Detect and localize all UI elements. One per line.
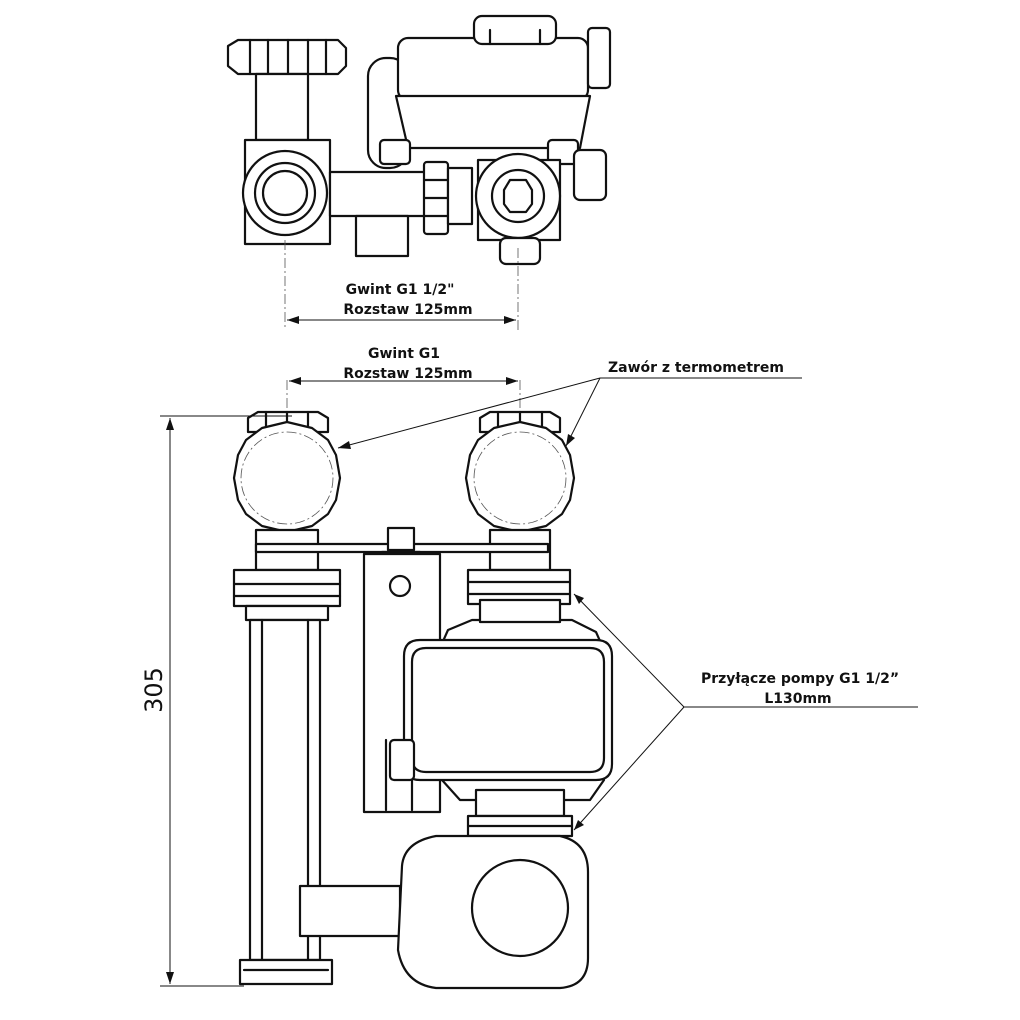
return-pipe bbox=[238, 618, 402, 986]
bottom-valve bbox=[396, 834, 590, 990]
front-left-valve bbox=[232, 410, 342, 622]
top-dimension bbox=[287, 316, 516, 324]
pump-leaders bbox=[573, 593, 918, 831]
pump-connection-label: Przyłącze pompy G1 1/2” bbox=[701, 671, 899, 687]
pump bbox=[388, 598, 614, 838]
front-dimension bbox=[289, 377, 518, 385]
top-pump-housing bbox=[366, 14, 612, 202]
top-view bbox=[226, 14, 612, 330]
top-thread-label: Gwint G1 1/2" bbox=[346, 282, 455, 298]
height-dimension bbox=[160, 415, 292, 987]
front-spacing-label: Rozstaw 125mm bbox=[343, 366, 472, 382]
front-right-valve bbox=[464, 410, 576, 606]
top-left-valve bbox=[226, 38, 348, 246]
height-value: 305 bbox=[140, 667, 168, 713]
front-thread-label: Gwint G1 bbox=[368, 346, 440, 362]
top-spacing-label: Rozstaw 125mm bbox=[343, 302, 472, 318]
top-connector bbox=[328, 160, 474, 258]
top-right-valve bbox=[474, 152, 562, 266]
valve-leaders bbox=[337, 377, 802, 449]
valve-label: Zawór z termometrem bbox=[608, 360, 784, 376]
pump-length-label: L130mm bbox=[764, 691, 831, 707]
front-view bbox=[160, 377, 918, 990]
